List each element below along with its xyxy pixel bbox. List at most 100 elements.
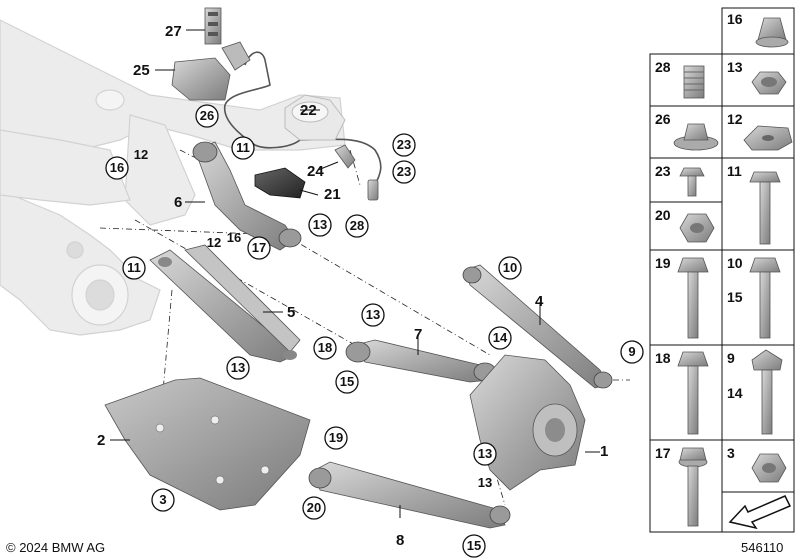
sensor-wire [224, 51, 382, 186]
svg-text:15: 15 [467, 538, 481, 553]
callout-marker: 13 [361, 303, 385, 327]
eccentric-bolt-icon [751, 349, 783, 435]
grid-label: 17 [655, 445, 671, 461]
callout-marker: 16 [105, 156, 129, 180]
parts-grid-labels: 16 28 13 26 12 23 11 20 19 10 15 18 9 14… [655, 11, 743, 461]
plain-label: 25 [133, 62, 150, 79]
part-25-bracket [171, 41, 251, 101]
svg-text:15: 15 [340, 374, 354, 389]
svg-text:13: 13 [478, 475, 492, 490]
svg-text:11: 11 [127, 260, 141, 275]
svg-text:26: 26 [200, 108, 214, 123]
flange-nut-icon [673, 123, 719, 151]
callout-marker: 9 [620, 340, 644, 364]
plain-label: 24 [307, 163, 324, 180]
grid-label: 28 [655, 59, 671, 75]
callout-marker: 15 [462, 534, 486, 558]
copyright-notice: © 2024 BMW AG [6, 540, 106, 555]
diagram-reference-number: 546110 [741, 540, 784, 555]
hex-nut-icon [679, 213, 715, 243]
svg-text:18: 18 [318, 340, 332, 355]
svg-text:12: 12 [207, 235, 221, 250]
flange-bolt-icon [678, 447, 708, 527]
part-28-sensor [367, 179, 379, 201]
leader-lines [110, 29, 600, 518]
plain-label: 2 [97, 432, 105, 449]
plain-label: 5 [287, 304, 295, 321]
rear-subframe [0, 19, 346, 336]
callout-marker: 19 [324, 426, 348, 450]
svg-text:12: 12 [134, 147, 148, 162]
part-24-clip [334, 144, 356, 169]
grid-label: 3 [727, 445, 735, 461]
part-1-wheel-carrier [469, 354, 586, 491]
svg-text:16: 16 [227, 230, 241, 245]
callout-marker: 20 [302, 496, 326, 520]
callout-marker: 18 [313, 336, 337, 360]
callout-marker: 13 [308, 213, 332, 237]
washer-plate-icon [743, 125, 793, 151]
part-6-control-arm [192, 141, 302, 251]
svg-text:11: 11 [236, 140, 250, 155]
callout-marker: 23 [392, 133, 416, 157]
callout-marker: 13 [478, 475, 492, 490]
part-2-underbody-panel [104, 377, 311, 511]
callout-marker: 28 [345, 214, 369, 238]
grid-label: 26 [655, 111, 671, 127]
grid-label: 16 [727, 11, 743, 27]
grid-label: 14 [727, 385, 743, 401]
svg-text:10: 10 [503, 260, 517, 275]
svg-text:14: 14 [493, 330, 508, 345]
nut-hex-flange-icon [755, 17, 789, 48]
callout-marker: 23 [392, 160, 416, 184]
callout-marker: 11 [231, 136, 255, 160]
svg-text:13: 13 [478, 446, 492, 461]
svg-text:19: 19 [329, 430, 343, 445]
torx-bolt-icon [677, 351, 709, 435]
part-22-mount [284, 94, 346, 141]
part-4-link [462, 264, 613, 389]
svg-text:28: 28 [350, 218, 364, 233]
callout-marker: 15 [335, 370, 359, 394]
threaded-sleeve-icon [683, 65, 705, 99]
hex-nut-icon [751, 453, 787, 483]
svg-text:9: 9 [628, 344, 635, 359]
callout-markers: 12 16 11 26 17 16 12 11 13 13 13 13 18 1… [105, 104, 644, 558]
short-bolt-icon [679, 167, 705, 197]
hex-bolt-icon [677, 257, 709, 339]
part-7-link [345, 339, 497, 383]
callout-marker: 26 [195, 104, 219, 128]
grid-label: 15 [727, 289, 743, 305]
callout-marker: 16 [227, 230, 241, 245]
arrow-down-left-icon [728, 495, 792, 530]
plain-label: 21 [324, 186, 341, 203]
svg-text:23: 23 [397, 164, 411, 179]
grid-label: 11 [727, 163, 742, 179]
part-27-bracket [204, 7, 222, 45]
grid-label: 20 [655, 207, 671, 223]
callout-marker: 10 [498, 256, 522, 280]
svg-text:17: 17 [252, 240, 266, 255]
plain-label: 7 [414, 326, 422, 343]
callout-marker: 13 [473, 442, 497, 466]
hex-bolt-icon [749, 257, 781, 339]
plain-labels: 27 25 22 24 21 6 5 7 4 2 1 8 [97, 23, 608, 549]
plain-label: 8 [396, 532, 404, 549]
grid-label: 13 [727, 59, 743, 75]
svg-text:13: 13 [231, 360, 245, 375]
svg-text:13: 13 [366, 307, 380, 322]
svg-text:16: 16 [110, 160, 124, 175]
svg-text:23: 23 [397, 137, 411, 152]
grid-label: 12 [727, 111, 743, 127]
grid-label: 18 [655, 350, 671, 366]
callout-marker: 3 [151, 488, 175, 512]
svg-text:13: 13 [313, 217, 327, 232]
long-bolt-icon [749, 171, 781, 245]
svg-text:3: 3 [159, 492, 166, 507]
grid-label: 9 [727, 350, 735, 366]
part-21-bracket [254, 167, 306, 199]
plain-label: 6 [174, 194, 182, 211]
plain-label: 22 [300, 102, 317, 119]
callout-marker: 13 [226, 356, 250, 380]
